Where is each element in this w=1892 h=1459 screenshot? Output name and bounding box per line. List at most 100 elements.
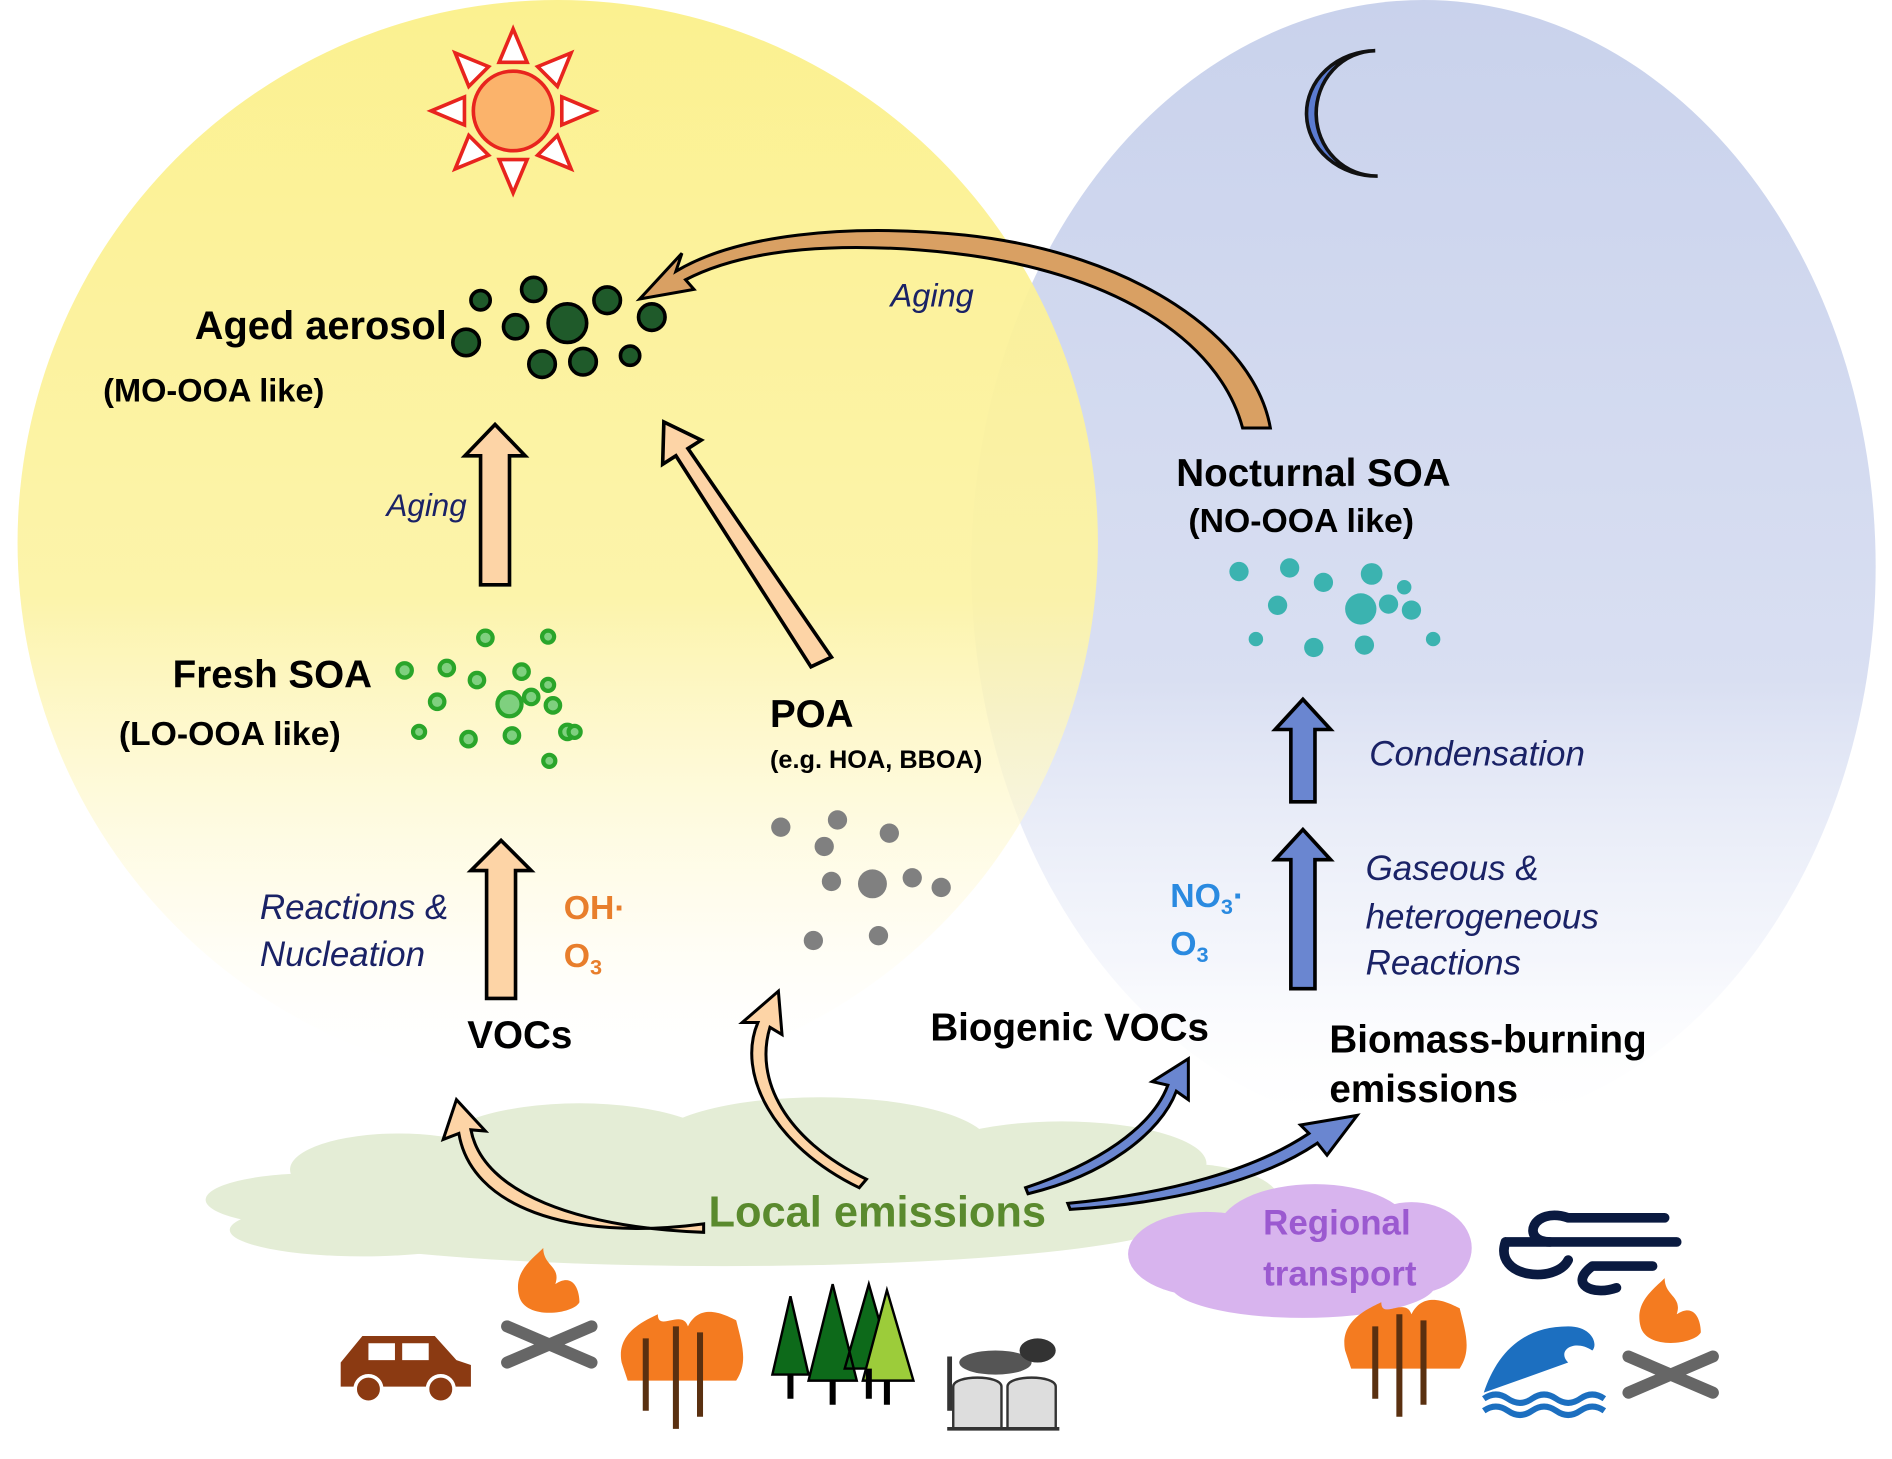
nocturnal-soa-particle xyxy=(1360,563,1383,585)
fresh-soa-particle xyxy=(476,628,495,648)
campfire-icon xyxy=(1622,1278,1719,1399)
condensation-label: Condensation xyxy=(1369,735,1585,774)
fresh-soa-particle xyxy=(512,662,531,681)
nocturnal-soa-particle xyxy=(1345,593,1377,625)
campfire-icon xyxy=(501,1247,598,1369)
poa-particle xyxy=(931,877,951,898)
sun-ray xyxy=(534,49,575,90)
vocs-label: VOCs xyxy=(467,1014,572,1057)
fresh-soa-particle xyxy=(495,690,524,719)
arrow-local-to-vocs xyxy=(440,1096,706,1234)
nocturnal-soa-particle xyxy=(1313,572,1334,593)
aging-label-top: Aging xyxy=(889,277,974,313)
factory-icon xyxy=(947,1338,1060,1431)
fresh-soa-particle xyxy=(410,723,428,741)
arrow-local-to-biomass xyxy=(1065,1113,1361,1211)
reactions-label-2: Nucleation xyxy=(260,935,425,974)
fresh-soa-particle xyxy=(395,661,414,680)
arrow-poa-to-aged xyxy=(660,419,835,670)
aged-aerosol-sublabel: (MO-OOA like) xyxy=(103,373,324,409)
fresh-soa-particle xyxy=(541,752,558,769)
nocturnal-soa-sublabel: (NO-OOA like) xyxy=(1188,502,1414,540)
nocturnal-soa-particle xyxy=(1378,594,1399,614)
arrow-nocturnal-aging xyxy=(635,229,1273,430)
reactions-label-1: Reactions & xyxy=(260,888,448,927)
nocturnal-soa-label: Nocturnal SOA xyxy=(1176,452,1450,495)
fresh-soa-particle xyxy=(459,729,478,749)
regional-transport-label-2: transport xyxy=(1263,1254,1417,1293)
ozone-night-label: O3 xyxy=(1170,925,1208,967)
fresh-soa-particle xyxy=(566,723,583,741)
poa-particle xyxy=(879,823,899,843)
arrow-local-to-poa xyxy=(738,988,869,1190)
aging-label-left: Aging xyxy=(385,488,468,523)
aged-aerosol-particle xyxy=(501,312,530,341)
poa-particle xyxy=(814,836,834,857)
poa-particle xyxy=(868,926,889,946)
arrow-local-to-biogenic xyxy=(1023,1055,1190,1196)
sun-ray xyxy=(426,94,467,128)
nocturnal-soa-particle xyxy=(1248,631,1264,647)
burning-trees-icon xyxy=(1344,1299,1467,1417)
sun-ray xyxy=(534,132,575,173)
biomass-burning-label-1: Biomass-burning xyxy=(1329,1019,1646,1062)
aged-aerosol-particle xyxy=(451,327,482,358)
poa-particle xyxy=(902,868,922,888)
aged-aerosol-particle xyxy=(469,288,493,312)
fresh-soa-label: Fresh SOA xyxy=(173,653,372,696)
poa-particle xyxy=(821,871,842,892)
aged-aerosol-particle xyxy=(546,302,589,345)
regional-transport-cloud xyxy=(1128,1184,1472,1318)
arrow-condensation xyxy=(1271,696,1335,804)
sun-ray xyxy=(451,132,492,173)
fresh-soa-particle xyxy=(521,687,541,707)
forest-icon xyxy=(770,1279,916,1405)
sun-ray xyxy=(496,24,530,65)
fresh-soa-particle xyxy=(437,658,457,678)
poa-particle xyxy=(827,810,848,830)
aged-aerosol-particle xyxy=(636,302,667,333)
aged-aerosol-particle xyxy=(567,346,599,377)
sun-icon xyxy=(426,24,600,198)
car-icon xyxy=(340,1336,471,1405)
poa-particle xyxy=(857,869,887,899)
fresh-soa-particle xyxy=(467,670,487,690)
aged-aerosol-particle xyxy=(592,285,623,316)
biogenic-vocs-label: Biogenic VOCs xyxy=(930,1007,1209,1050)
wind-icon xyxy=(1499,1210,1682,1296)
gaseous-label-2: heterogeneous xyxy=(1366,897,1599,936)
day-background xyxy=(17,0,1098,1086)
no3-radical-label: NO3· xyxy=(1170,877,1244,919)
fresh-soa-particle xyxy=(543,696,563,715)
arrow-gaseous-reactions xyxy=(1271,826,1335,991)
local-emissions-label: Local emissions xyxy=(708,1188,1046,1236)
ozone-day-label: O3 xyxy=(564,937,602,979)
arrow-aging-vertical xyxy=(460,421,530,587)
fresh-soa-particle xyxy=(539,676,557,694)
nocturnal-soa-particle xyxy=(1280,558,1300,578)
aged-aerosol-particle xyxy=(526,349,558,380)
oh-radical-label: OH· xyxy=(564,889,626,927)
wave-icon xyxy=(1482,1326,1607,1418)
nocturnal-soa-particle xyxy=(1229,561,1249,582)
fresh-soa-particle xyxy=(539,628,557,645)
aged-aerosol-particle xyxy=(519,275,548,304)
nocturnal-soa-particle xyxy=(1425,631,1441,647)
poa-particle xyxy=(771,817,791,837)
aged-aerosol-label: Aged aerosol xyxy=(195,304,447,348)
arrow-vocs-to-fresh xyxy=(466,837,536,1001)
nocturnal-soa-particle xyxy=(1267,595,1288,615)
sun-ray xyxy=(496,157,530,198)
poa-sublabel: (e.g. HOA, BBOA) xyxy=(770,746,982,774)
biomass-burning-label-2: emissions xyxy=(1329,1068,1518,1111)
nocturnal-soa-particle xyxy=(1396,579,1412,595)
night-background xyxy=(971,0,1876,1134)
poa-label: POA xyxy=(770,693,854,736)
nocturnal-soa-particle xyxy=(1354,635,1375,655)
nocturnal-soa-particle xyxy=(1304,637,1324,658)
fresh-soa-particle xyxy=(427,692,447,712)
fresh-soa-particle xyxy=(502,726,522,745)
gaseous-label-1: Gaseous & xyxy=(1366,849,1539,888)
moon-icon xyxy=(1304,48,1378,178)
